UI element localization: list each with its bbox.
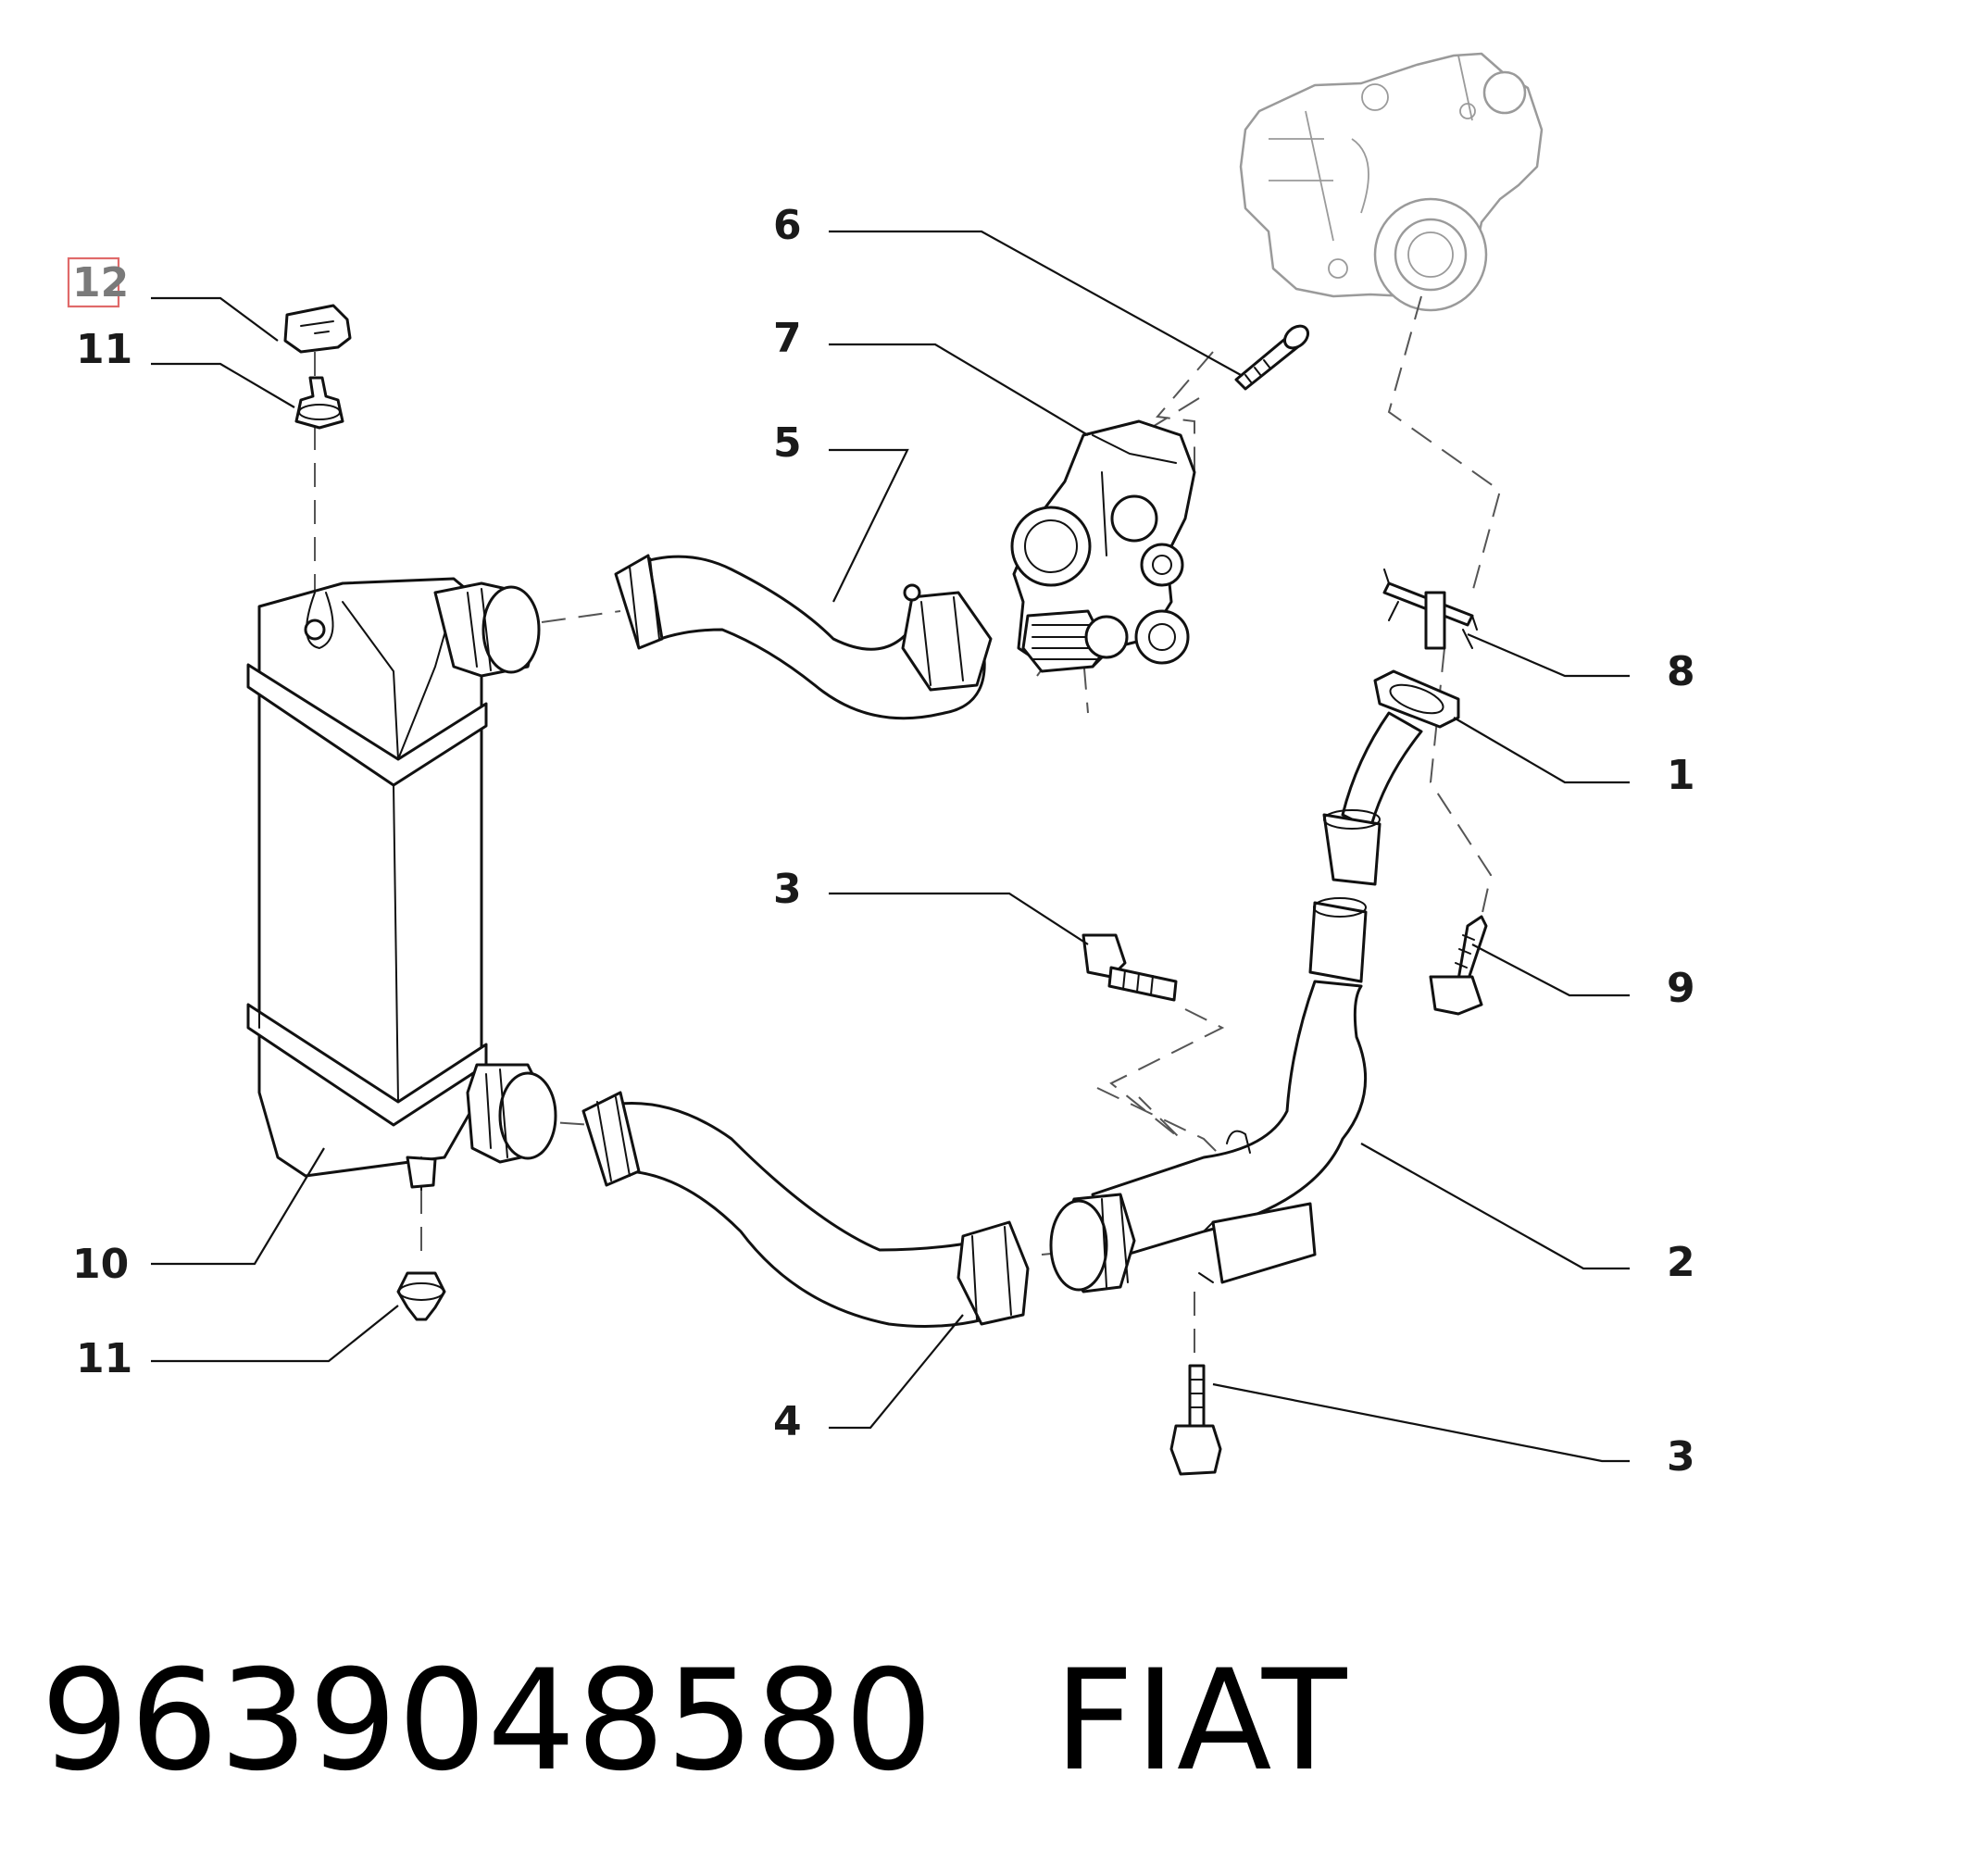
callout-label: 11 [76,1335,132,1382]
grommet-11-lower [396,1271,446,1321]
pipe-2 [1049,897,1368,1293]
brand-name: FIAT [1054,1641,1348,1802]
bolt-3-lower [1169,1364,1222,1476]
lower-intercooler-hose [581,1091,1030,1328]
bolt-3-upper [1082,933,1178,1002]
callout-label: 3 [773,866,802,913]
callout-label: 5 [773,419,802,467]
exploded-parts-diagram: 12 11 11 10 6 7 5 3 4 8 1 9 2 3 [67,52,1695,1481]
part-number: 9639048580 [41,1641,934,1802]
pipe-1 [1322,669,1460,886]
clamp-8 [1382,569,1478,650]
callout-highlight-box [67,256,120,308]
bolt-6 [1234,324,1310,391]
callout-label: 11 [76,326,132,373]
callout-label: 9 [1667,965,1695,1012]
assembly-guide-lines [314,295,1502,1361]
leader-lines [151,230,1630,1463]
callout-numbers: 12 11 11 10 6 7 5 3 4 8 1 9 2 3 [72,202,1695,1481]
intercooler [246,577,557,1191]
turbocharger-ghost [1239,52,1544,312]
callout-label: 10 [72,1241,129,1288]
callout-label: 12 [72,259,129,306]
upper-intercooler-hose [614,554,993,720]
grommet-11-upper [294,376,344,430]
callout-label: 7 [773,315,802,362]
clip-12 [283,304,352,354]
callout-label: 1 [1667,752,1695,799]
part-caption: 9639048580 FIAT [41,1641,1347,1802]
bolt-9 [1429,915,1488,1016]
callout-label: 3 [1667,1433,1695,1481]
callout-label: 4 [773,1398,802,1445]
throttle-body [1010,419,1196,673]
callout-label: 6 [773,202,802,249]
callout-label: 2 [1667,1239,1695,1286]
callout-label: 8 [1667,648,1695,695]
